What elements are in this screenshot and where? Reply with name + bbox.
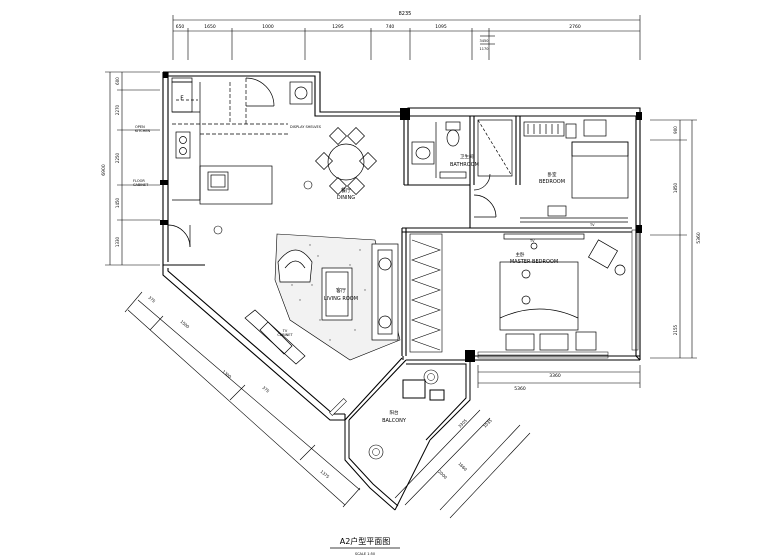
bedroom-label: BEDROOM <box>539 179 565 185</box>
kitchen-fixtures <box>167 77 313 248</box>
plant-icon <box>368 444 384 460</box>
dining-label: DINING <box>337 195 355 201</box>
ceiling-light-icon <box>213 225 223 235</box>
dim-top-1: 650 <box>176 24 185 30</box>
plant-icon <box>423 369 439 385</box>
lamp-icon <box>521 295 531 305</box>
dim-left-1: 600 <box>115 77 120 85</box>
dim-diag-1: 375 <box>147 295 156 304</box>
dim-diag-5: 1375 <box>319 469 330 480</box>
bathroom-label-cn: 卫生间 <box>460 153 474 160</box>
dim-diag-2: 1500 <box>179 319 190 330</box>
dining-table <box>315 127 377 195</box>
dim-right-2: 1850 <box>673 182 678 193</box>
window-hatch <box>477 229 639 359</box>
dim-balcony-4: 1660 <box>457 461 468 472</box>
master-label: MASTER BEDROOM <box>510 259 558 265</box>
balcony-glass-door <box>329 398 347 416</box>
dim-right-1: 900 <box>673 126 678 134</box>
tv-label-bedroom: TV <box>589 223 595 227</box>
master-wardrobe <box>409 233 443 353</box>
plant-icon <box>427 373 435 381</box>
lamp-icon <box>521 269 531 279</box>
dim-right-total: 5360 <box>696 232 702 244</box>
dim-left-total: 6900 <box>101 164 107 176</box>
dining-label-cn: 餐厅 <box>341 187 351 194</box>
dim-balcony-2: 1035 <box>482 418 493 429</box>
dim-diag-3: 1300 <box>221 369 232 380</box>
living-furniture <box>244 243 399 365</box>
balcony-label: BALCONY <box>382 418 407 424</box>
display-shelves-label: DISPLAY SHELVES <box>290 125 322 129</box>
plant-icon <box>372 448 380 456</box>
wall-solids <box>160 72 642 362</box>
dim-top-inner-2: 1170 <box>480 47 489 51</box>
plan-scale: SCALE 1:50 <box>355 552 375 556</box>
top-dimensions <box>172 15 641 60</box>
right-dimensions <box>650 119 697 359</box>
dim-left-3: 2250 <box>115 152 120 163</box>
balcony-walls <box>344 359 471 511</box>
bedroom-fixtures <box>520 119 629 223</box>
dim-left-4: 1450 <box>115 197 120 208</box>
dim-balcony-1: 3305 <box>457 418 468 429</box>
lamp-icon <box>530 242 538 250</box>
living-label-cn: 客厅 <box>336 287 346 294</box>
dim-top-inner-1: 3450 <box>480 39 489 43</box>
bottom-dimensions <box>477 365 641 388</box>
dim-top-6: 1095 <box>435 24 447 30</box>
dim-top-7: 2760 <box>569 24 581 30</box>
dim-top-2: 1650 <box>204 24 216 30</box>
tv-label-master: TV <box>529 239 535 243</box>
diagonal-dimensions <box>124 291 531 519</box>
dim-bottom-mid: 3360 <box>549 373 561 379</box>
dim-bottom-right: 5360 <box>514 386 526 392</box>
dim-top-4: 1295 <box>332 24 344 30</box>
dim-diag-4: 375 <box>261 385 270 394</box>
plan-title: A2户型平面图 <box>340 536 391 546</box>
bathroom-label: BATHROOM <box>450 162 479 168</box>
bedroom-label-cn: 卧室 <box>548 171 557 178</box>
bathroom-fixtures <box>411 119 513 218</box>
dim-left-2: 2270 <box>115 104 120 115</box>
dim-left-5: 1330 <box>115 236 120 247</box>
dim-top-3: 1000 <box>262 24 274 30</box>
ceiling-light-icon <box>303 180 313 190</box>
living-label: LIVING ROOM <box>324 296 358 302</box>
left-dimensions <box>105 71 160 266</box>
master-label-cn: 主卧 <box>516 251 525 258</box>
dim-right-3: 2155 <box>673 324 678 335</box>
fridge-label: F <box>180 95 184 102</box>
balcony-label-cn: 阳台 <box>390 409 399 416</box>
dim-overall: 8235 <box>399 11 412 17</box>
master-fixtures <box>499 233 626 351</box>
dim-balcony-3: 2000 <box>437 469 448 480</box>
dim-top-5: 740 <box>386 24 395 30</box>
